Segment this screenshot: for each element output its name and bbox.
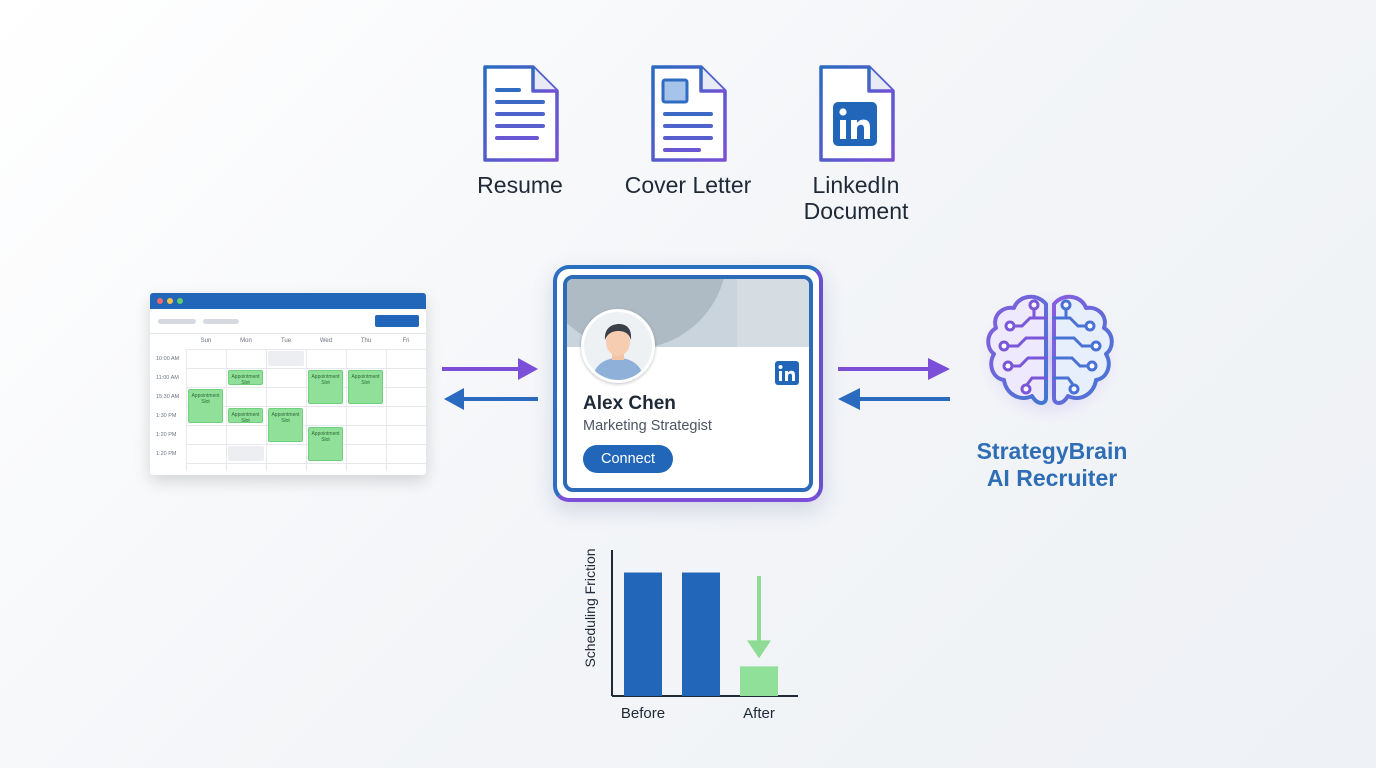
- day-thu: Thu: [360, 338, 372, 344]
- decrease-arrowhead-icon: [747, 640, 771, 659]
- chart-plot: [611, 550, 798, 697]
- linkedin-badge-icon[interactable]: [775, 361, 799, 385]
- sync-arrows-left: [442, 358, 538, 410]
- profile-name: Alex Chen: [583, 393, 676, 414]
- resume-icon: [481, 64, 561, 164]
- day-wed: Wed: [319, 338, 333, 344]
- appointment-slot[interactable]: Appointment Slot: [308, 427, 343, 461]
- grid-line: [346, 349, 347, 471]
- profile-role: Marketing Strategist: [583, 418, 712, 434]
- calendar-toolbar: [150, 309, 426, 334]
- toolbar-placeholder-1: [158, 319, 196, 324]
- cover-letter-label-text: Cover Letter: [624, 172, 752, 198]
- profile-card-frame: Alex Chen Marketing Strategist Connect: [553, 265, 823, 502]
- toolbar-placeholder-2: [203, 319, 239, 324]
- grid-line: [266, 349, 267, 471]
- day-mon: Mon: [240, 338, 252, 344]
- friction-chart: Scheduling Friction Before After: [570, 540, 810, 730]
- calendar-window: Sun Mon Tue Wed Thu Fri 10:00 AM 11:00 A…: [150, 293, 426, 475]
- time-label: 1:20 PM: [156, 451, 177, 457]
- brain-circuit-icon: [970, 282, 1130, 432]
- chart-bar-after: [740, 666, 778, 696]
- time-label: 15:30 AM: [156, 394, 180, 400]
- day-tue: Tue: [280, 338, 292, 344]
- grid-line: [186, 349, 187, 471]
- avatar[interactable]: [581, 309, 655, 383]
- window-maximize-dot: [177, 298, 183, 304]
- linkedin-label-line2: Document: [803, 198, 909, 224]
- cover-letter-label: Cover Letter: [598, 172, 778, 198]
- linkedin-label-line1: LinkedIn: [812, 172, 900, 198]
- calendar-grid: Sun Mon Tue Wed Thu Fri 10:00 AM 11:00 A…: [150, 334, 426, 475]
- resume-label-text: Resume: [477, 172, 563, 198]
- day-sun: Sun: [200, 338, 212, 344]
- sync-arrows-right: [838, 358, 950, 410]
- connect-button[interactable]: Connect: [583, 445, 673, 473]
- calendar-titlebar: [150, 293, 426, 309]
- arrow-left-icon: [444, 388, 464, 410]
- time-label: 1:20 PM: [156, 432, 177, 438]
- appointment-slot[interactable]: Appointment Slot: [308, 370, 343, 404]
- grid-line: [226, 349, 227, 471]
- appointment-slot[interactable]: Appointment Slot: [188, 389, 223, 423]
- cover-letter-icon: [649, 64, 729, 164]
- profile-card: Alex Chen Marketing Strategist Connect: [563, 275, 813, 492]
- grid-line: [386, 349, 387, 471]
- person-avatar-icon: [584, 312, 652, 380]
- appointment-slot[interactable]: Appointment Slot: [228, 408, 263, 424]
- chart-x-tick-after: After: [743, 705, 775, 722]
- empty-slot[interactable]: [268, 351, 304, 366]
- arrow-right-icon: [518, 358, 538, 380]
- grid-line: [306, 349, 307, 471]
- time-label: 11:00 AM: [156, 375, 179, 381]
- brain-label: StrategyBrain AI Recruiter: [952, 438, 1152, 492]
- arrow-left-icon: [838, 388, 860, 410]
- profile-banner: [567, 279, 809, 347]
- brain-label-line2: AI Recruiter: [986, 465, 1118, 491]
- empty-slot[interactable]: [228, 446, 264, 461]
- window-close-dot: [157, 298, 163, 304]
- chart-bar-before: [682, 572, 720, 696]
- linkedin-document-icon: [817, 64, 897, 164]
- time-label: 1:30 PM: [156, 413, 177, 419]
- arrow-right-icon: [928, 358, 950, 380]
- appointment-slot[interactable]: Appointment Slot: [228, 370, 263, 386]
- calendar-action-button[interactable]: [375, 315, 419, 327]
- day-fri: Fri: [402, 338, 410, 344]
- time-label: 10:00 AM: [156, 356, 180, 362]
- appointment-slot[interactable]: Appointment Slot: [348, 370, 383, 404]
- window-minimize-dot: [167, 298, 173, 304]
- chart-bar-before: [624, 572, 662, 696]
- brain-label-line1: StrategyBrain: [976, 438, 1128, 464]
- chart-x-tick-before: Before: [620, 705, 666, 722]
- linkedin-document-label: LinkedIn Document: [766, 172, 946, 224]
- resume-label: Resume: [430, 172, 610, 198]
- appointment-slot[interactable]: Appointment Slot: [268, 408, 303, 442]
